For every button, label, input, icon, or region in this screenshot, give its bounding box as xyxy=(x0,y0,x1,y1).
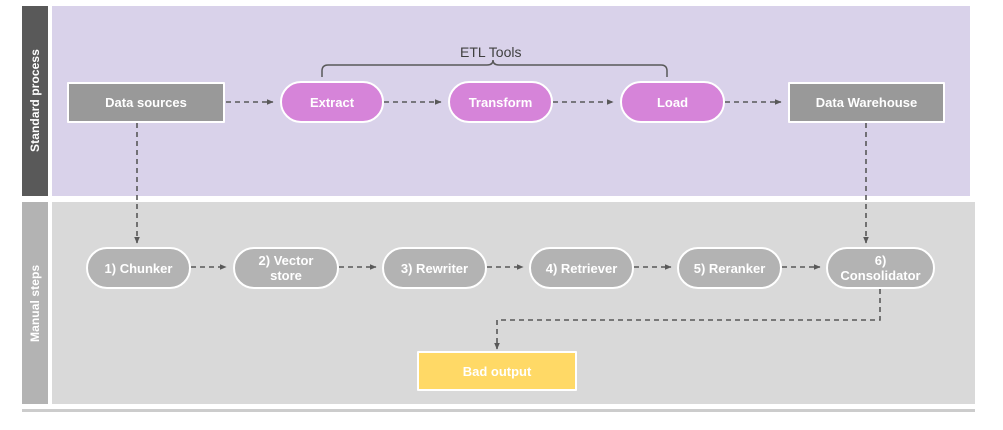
node-consolidator[interactable]: 6) Consolidator xyxy=(826,247,935,289)
node-retriever-label: 4) Retriever xyxy=(545,260,618,276)
node-vector-store[interactable]: 2) Vector store xyxy=(233,247,339,289)
bottom-divider xyxy=(22,409,975,412)
node-reranker[interactable]: 5) Reranker xyxy=(677,247,782,289)
node-consolidator-label: 6) Consolidator xyxy=(840,253,921,283)
node-chunker-label: 1) Chunker xyxy=(104,260,173,276)
node-data-warehouse[interactable]: Data Warehouse xyxy=(788,82,945,123)
node-vector-store-label: 2) Vector store xyxy=(258,253,314,283)
node-reranker-label: 5) Reranker xyxy=(693,260,766,276)
node-extract-label: Extract xyxy=(309,94,355,110)
node-rewriter-label: 3) Rewriter xyxy=(400,260,469,276)
lane-standard-process-label: Standard process xyxy=(22,6,48,196)
node-data-sources[interactable]: Data sources xyxy=(67,82,225,123)
node-transform-label: Transform xyxy=(468,94,533,110)
node-extract[interactable]: Extract xyxy=(280,81,384,123)
node-load-label: Load xyxy=(656,94,689,110)
node-retriever[interactable]: 4) Retriever xyxy=(529,247,634,289)
node-chunker[interactable]: 1) Chunker xyxy=(86,247,191,289)
node-load[interactable]: Load xyxy=(620,81,725,123)
node-data-warehouse-label: Data Warehouse xyxy=(815,95,918,110)
node-data-sources-label: Data sources xyxy=(105,95,187,110)
node-rewriter[interactable]: 3) Rewriter xyxy=(382,247,487,289)
lane-manual-steps-label: Manual steps xyxy=(22,202,48,404)
node-bad-output[interactable]: Bad output xyxy=(417,351,577,391)
node-transform[interactable]: Transform xyxy=(448,81,553,123)
etl-tools-label: ETL Tools xyxy=(460,44,522,60)
node-bad-output-label: Bad output xyxy=(462,363,532,379)
